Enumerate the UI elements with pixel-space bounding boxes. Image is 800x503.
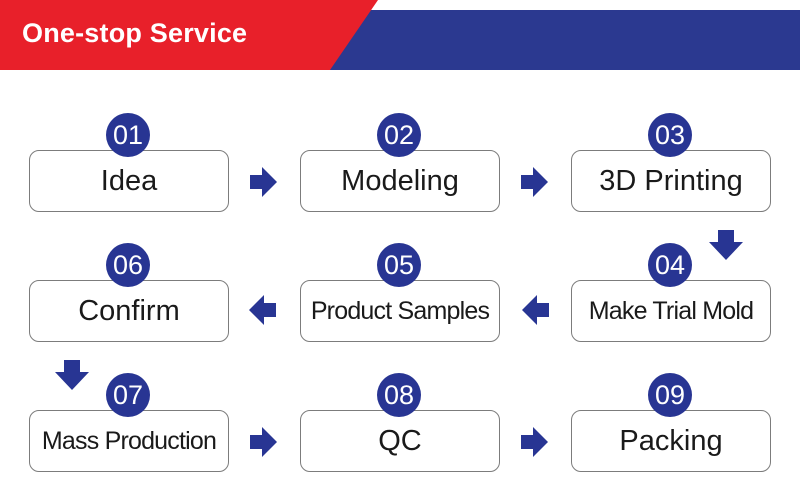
- step-label: QC: [378, 424, 422, 457]
- step-label: Mass Production: [41, 426, 217, 455]
- step-label: Product Samples: [310, 296, 490, 325]
- arrow-right-icon: [250, 167, 277, 197]
- step-label: 3D Printing: [599, 164, 743, 197]
- step-make-trial-mold: Make Trial Mold: [571, 280, 771, 342]
- step-product-samples: Product Samples: [300, 280, 500, 342]
- step-number-badge: 01: [106, 113, 150, 157]
- step-idea: Idea: [29, 150, 229, 212]
- arrow-right-icon: [521, 427, 548, 457]
- step-label: Confirm: [78, 294, 180, 327]
- step-number-badge: 02: [377, 113, 421, 157]
- step-label: Packing: [619, 424, 723, 457]
- step-number-badge: 06: [106, 243, 150, 287]
- step-label: Idea: [100, 164, 158, 197]
- arrow-down-icon: [709, 230, 743, 260]
- arrow-left-icon: [522, 295, 549, 325]
- step-label: Modeling: [341, 164, 459, 197]
- banner-title: One-stop Service: [22, 18, 248, 48]
- arrow-left-icon: [249, 295, 276, 325]
- step-number-badge: 07: [106, 373, 150, 417]
- step-number-badge: 04: [648, 243, 692, 287]
- step-qc: QC: [300, 410, 500, 472]
- step-number-badge: 05: [377, 243, 421, 287]
- step-number-badge: 09: [648, 373, 692, 417]
- arrow-right-icon: [250, 427, 277, 457]
- step-number-badge: 08: [377, 373, 421, 417]
- step-packing: Packing: [571, 410, 771, 472]
- banner-background: [0, 0, 800, 70]
- arrow-right-icon: [521, 167, 548, 197]
- step-label: Make Trial Mold: [588, 296, 754, 325]
- step-confirm: Confirm: [29, 280, 229, 342]
- step-3d-printing: 3D Printing: [571, 150, 771, 212]
- step-mass-production: Mass Production: [29, 410, 229, 472]
- arrow-down-icon: [55, 360, 89, 390]
- header-banner: One-stop Service: [0, 0, 800, 70]
- step-number-badge: 03: [648, 113, 692, 157]
- step-modeling: Modeling: [300, 150, 500, 212]
